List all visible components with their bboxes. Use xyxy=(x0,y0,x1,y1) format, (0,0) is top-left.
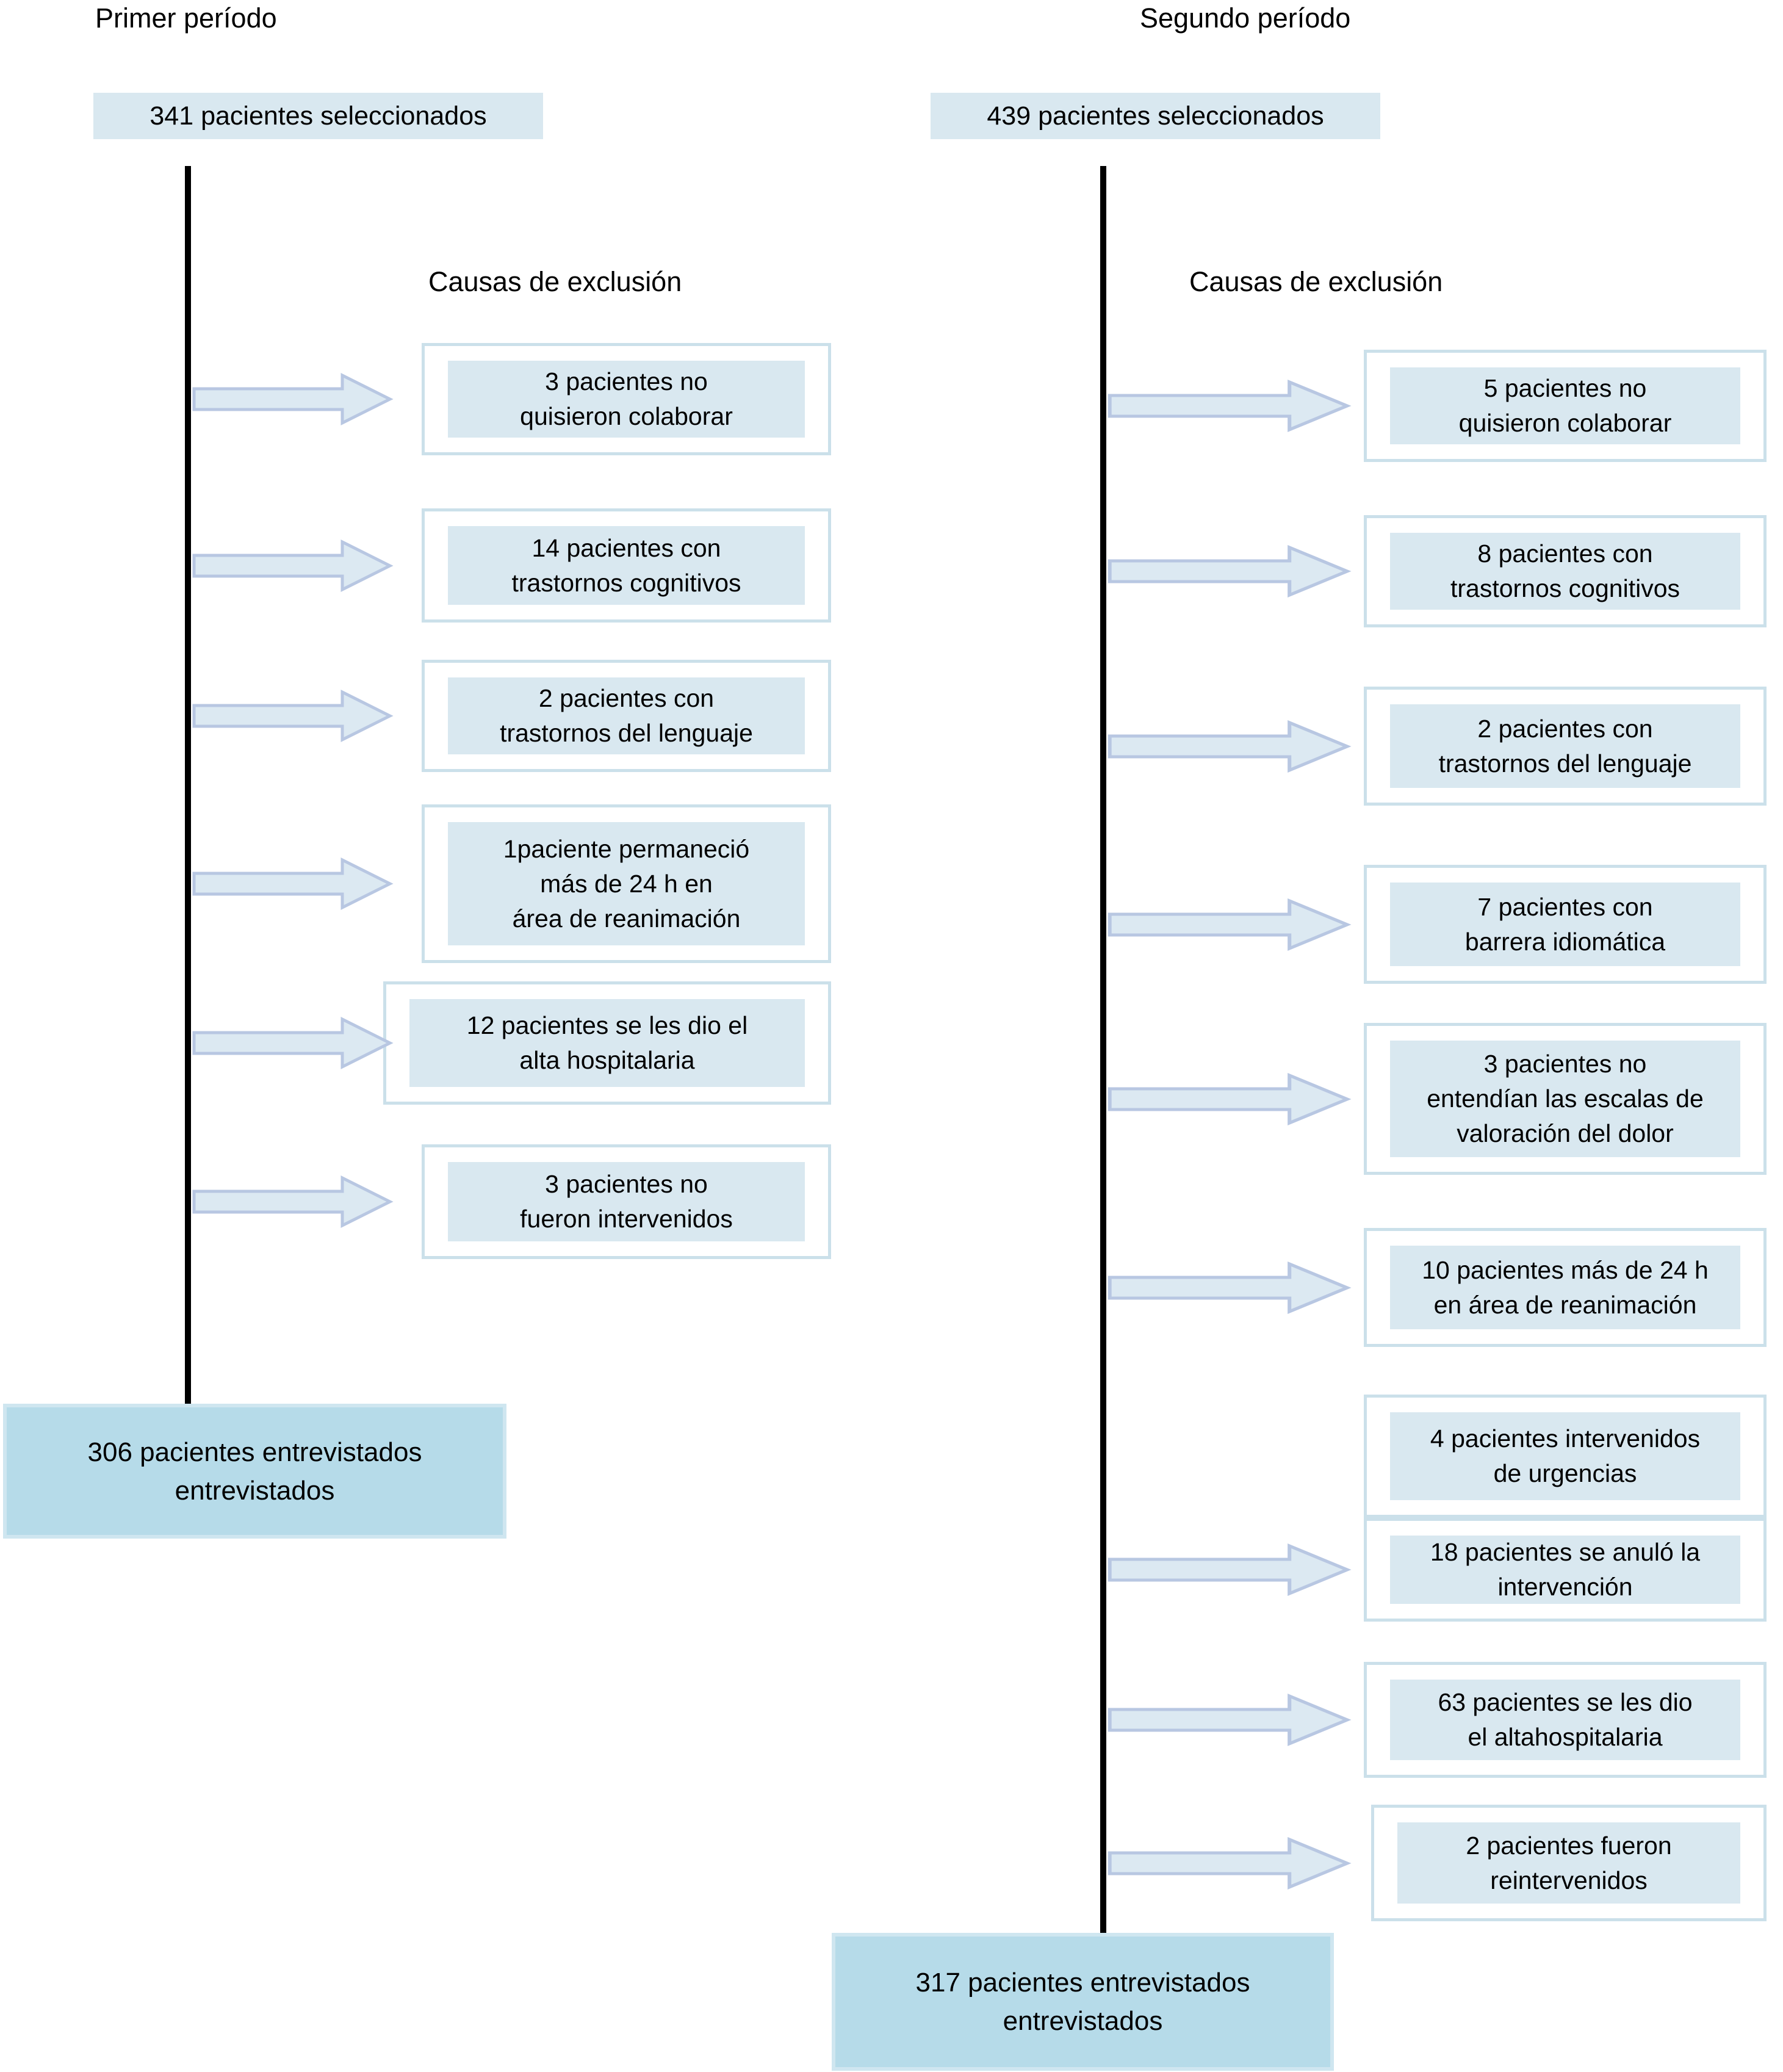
final-box-line: entrevistados xyxy=(1003,2006,1163,2036)
exclusion-box-fill: 2 pacientes con trastornos del lenguaje xyxy=(1390,704,1740,788)
exclusion-box-fill: 18 pacientes se anuló la intervención xyxy=(1390,1536,1740,1604)
exclusion-box: 4 pacientes intervenidos de urgencias xyxy=(1364,1395,1767,1518)
exclusion-box-fill: 7 pacientes con barrera idiomática xyxy=(1390,883,1740,966)
exclusion-box: 14 pacientes con trastornos cognitivos xyxy=(422,508,831,623)
flow-arrow-icon xyxy=(192,538,394,593)
exclusion-box: 10 pacientes más de 24 h en área de reani… xyxy=(1364,1228,1767,1347)
exclusion-box-fill: 5 pacientes no quisieron colaborar xyxy=(1390,367,1740,444)
flow-line xyxy=(185,166,191,1404)
exclusion-box-fill: 2 pacientes fueron reintervenidos xyxy=(1397,1822,1740,1904)
exclusion-box-fill: 12 pacientes se les dio el alta hospitala… xyxy=(409,999,805,1087)
exclusion-box: 5 pacientes no quisieron colaborar xyxy=(1364,350,1767,462)
flow-arrow-icon xyxy=(1108,897,1352,952)
exclusion-box-text: valoración del dolor xyxy=(1457,1119,1674,1147)
exclusion-box-text: área de reanimación xyxy=(512,904,741,933)
exclusion-box-text: en área de reanimación xyxy=(1433,1290,1697,1319)
flow-arrow-icon xyxy=(1108,378,1352,433)
exclusion-box-fill: 63 pacientes se les dio el altahospitalar… xyxy=(1390,1680,1740,1760)
exclusion-box-fill: 2 pacientes con trastornos del lenguaje xyxy=(448,677,805,754)
exclusion-box: 8 pacientes con trastornos cognitivos xyxy=(1364,515,1767,627)
exclusion-box-fill: 14 pacientes con trastornos cognitivos xyxy=(448,526,805,605)
exclusion-box-text: quisieron colaborar xyxy=(1458,409,1672,437)
flow-arrow-icon xyxy=(1108,1260,1352,1315)
exclusion-box-text: 18 pacientes se anuló la xyxy=(1430,1538,1701,1566)
exclusion-box: 2 pacientes fueron reintervenidos xyxy=(1371,1805,1767,1921)
interviewed-patients-box-segundo: 317 pacientes entrevistados entrevistado… xyxy=(832,1933,1334,2071)
exclusion-box: 1paciente permaneció más de 24 h en área d… xyxy=(422,804,831,963)
exclusion-causes-label-segundo: Causas de exclusión xyxy=(1189,266,1443,297)
exclusion-box-text: entendían las escalas de xyxy=(1427,1085,1704,1113)
exclusion-box-text: 5 pacientes no xyxy=(1483,374,1647,402)
exclusion-box-fill: 1paciente permaneció más de 24 h en área d… xyxy=(448,822,805,945)
exclusion-box-fill: 3 pacientes no quisieron colaborar xyxy=(448,361,805,438)
exclusion-causes-label-primer: Causas de exclusión xyxy=(428,266,682,297)
exclusion-box-text: 3 pacientes no xyxy=(545,1170,708,1198)
column-title-primer-periodo: Primer período xyxy=(95,2,277,34)
exclusion-box-text: 1paciente permaneció xyxy=(503,834,750,863)
exclusion-box-fill: 8 pacientes con trastornos cognitivos xyxy=(1390,533,1740,610)
exclusion-box-fill: 10 pacientes más de 24 h en área de reani… xyxy=(1390,1246,1740,1329)
flow-arrow-icon xyxy=(1108,719,1352,774)
exclusion-box-text: intervención xyxy=(1497,1573,1633,1601)
final-box-line: entrevistados xyxy=(175,1475,335,1506)
exclusion-box-text: 10 pacientes más de 24 h xyxy=(1422,1255,1709,1284)
flow-arrow-icon xyxy=(192,1174,394,1229)
exclusion-box-fill: 3 pacientes no entendían las escalas de va… xyxy=(1390,1041,1740,1157)
exclusion-box-text: trastornos cognitivos xyxy=(1450,574,1680,602)
flow-arrow-icon xyxy=(1108,1072,1352,1127)
exclusion-box: 12 pacientes se les dio el alta hospitala… xyxy=(383,981,831,1105)
exclusion-box-text: quisieron colaborar xyxy=(520,402,733,430)
exclusion-box: 2 pacientes con trastornos del lenguaje xyxy=(1364,687,1767,806)
exclusion-box: 7 pacientes con barrera idiomática xyxy=(1364,865,1767,984)
flow-arrow-icon xyxy=(1108,1692,1352,1747)
exclusion-box-text: trastornos cognitivos xyxy=(511,568,741,597)
interviewed-patients-box-primer: 306 pacientes entrevistados entrevistado… xyxy=(3,1404,506,1539)
selected-patients-box-primer: 341 pacientes seleccionados xyxy=(93,93,543,139)
exclusion-box-text: fueron intervenidos xyxy=(520,1205,733,1233)
exclusion-box: 3 pacientes no quisieron colaborar xyxy=(422,343,831,455)
exclusion-box: 3 pacientes no fueron intervenidos xyxy=(422,1144,831,1259)
flow-arrow-icon xyxy=(1108,1836,1352,1891)
flow-arrow-icon xyxy=(192,856,394,911)
flow-arrow-icon xyxy=(192,372,394,427)
flow-arrow-icon xyxy=(1108,544,1352,599)
exclusion-box: 2 pacientes con trastornos del lenguaje xyxy=(422,660,831,772)
exclusion-box-text: 4 pacientes intervenidos xyxy=(1430,1424,1701,1453)
exclusion-box-text: 8 pacientes con xyxy=(1477,540,1653,568)
exclusion-box-text: 3 pacientes no xyxy=(1483,1050,1647,1078)
flow-arrow-icon xyxy=(192,1016,394,1070)
exclusion-box-text: 63 pacientes se les dio xyxy=(1438,1688,1693,1716)
final-box-line: 306 pacientes entrevistados xyxy=(87,1437,422,1467)
exclusion-box-text: más de 24 h en xyxy=(540,869,713,898)
exclusion-box-text: 2 pacientes con xyxy=(1477,714,1653,743)
exclusion-box-text: trastornos del lenguaje xyxy=(1438,749,1692,778)
flow-arrow-icon xyxy=(1108,1542,1352,1597)
exclusion-box-text: alta hospitalaria xyxy=(519,1046,695,1074)
exclusion-box-text: 14 pacientes con xyxy=(531,533,721,562)
exclusion-box-text: de urgencias xyxy=(1493,1459,1637,1487)
exclusion-box-text: barrera idiomática xyxy=(1464,927,1666,956)
exclusion-box-fill: 3 pacientes no fueron intervenidos xyxy=(448,1162,805,1241)
exclusion-box-text: trastornos del lenguaje xyxy=(500,719,753,747)
exclusion-box-fill: 4 pacientes intervenidos de urgencias xyxy=(1390,1412,1740,1500)
exclusion-box: 3 pacientes no entendían las escalas de va… xyxy=(1364,1023,1767,1175)
exclusion-box-text: reintervenidos xyxy=(1490,1866,1648,1894)
exclusion-box: 18 pacientes se anuló la intervención xyxy=(1364,1518,1767,1622)
flow-arrow-icon xyxy=(192,688,394,743)
exclusion-box-text: 2 pacientes con xyxy=(538,684,715,712)
final-box-line: 317 pacientes entrevistados xyxy=(915,1968,1250,1998)
exclusion-box-text: 7 pacientes con xyxy=(1477,892,1653,921)
flow-line xyxy=(1100,166,1106,1933)
column-title-segundo-periodo: Segundo período xyxy=(1140,2,1351,34)
exclusion-box-text: 2 pacientes fueron xyxy=(1466,1831,1672,1860)
exclusion-box-text: el altahospitalaria xyxy=(1468,1723,1663,1751)
exclusion-box-text: 12 pacientes se les dio el xyxy=(466,1011,748,1039)
selected-patients-box-segundo: 439 pacientes seleccionados xyxy=(931,93,1380,139)
exclusion-box: 63 pacientes se les dio el altahospitalar… xyxy=(1364,1662,1767,1778)
exclusion-box-text: 3 pacientes no xyxy=(545,367,708,395)
